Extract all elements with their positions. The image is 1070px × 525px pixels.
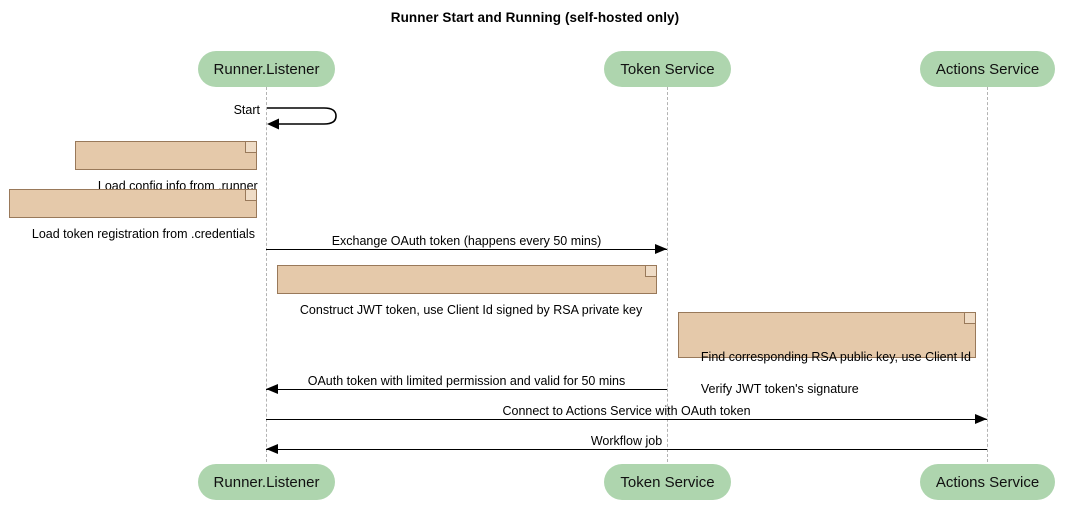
message-exchange-line xyxy=(266,249,667,250)
message-workflow-job-line xyxy=(266,449,987,450)
note-verify-jwt-line2: Verify JWT token's signature xyxy=(700,382,859,396)
message-exchange-label: Exchange OAuth token (happens every 50 m… xyxy=(331,234,602,248)
note-load-config: Load config info from .runner xyxy=(75,141,258,193)
self-message-start xyxy=(258,100,348,132)
participant-token-top-label: Token Service xyxy=(620,60,715,78)
note-verify-jwt: Find corresponding RSA public key, use C… xyxy=(678,312,976,396)
message-connect-label: Connect to Actions Service with OAuth to… xyxy=(502,404,751,418)
message-connect-line xyxy=(266,419,987,420)
message-connect-arrowhead xyxy=(975,414,987,424)
participant-token-top[interactable]: Token Service xyxy=(604,51,731,87)
message-exchange-arrowhead xyxy=(655,244,667,254)
lifeline-runner xyxy=(266,87,267,462)
lifeline-token xyxy=(667,87,668,462)
participant-actions-bottom-label: Actions Service xyxy=(935,473,1040,491)
note-fold-icon xyxy=(964,313,975,324)
note-verify-jwt-line1: Find corresponding RSA public key, use C… xyxy=(700,350,971,364)
page-title: Runner Start and Running (self-hosted on… xyxy=(390,10,680,25)
note-fold-icon xyxy=(245,190,256,201)
note-construct-jwt: Construct JWT token, use Client Id signe… xyxy=(277,265,657,317)
participant-runner-bottom[interactable]: Runner.Listener xyxy=(198,464,335,500)
note-construct-jwt-text: Construct JWT token, use Client Id signe… xyxy=(299,303,643,317)
participant-token-bottom-label: Token Service xyxy=(620,473,715,491)
self-message-start-path xyxy=(267,107,337,130)
message-oauth-return-label: OAuth token with limited permission and … xyxy=(307,374,626,388)
participant-token-bottom[interactable]: Token Service xyxy=(604,464,731,500)
message-oauth-return-arrowhead xyxy=(266,384,278,394)
participant-runner-top[interactable]: Runner.Listener xyxy=(198,51,335,87)
note-fold-icon xyxy=(245,142,256,153)
note-fold-icon xyxy=(645,266,656,277)
message-oauth-return-line xyxy=(266,389,667,390)
note-load-credentials: Load token registration from .credential… xyxy=(9,189,257,241)
participant-runner-bottom-label: Runner.Listener xyxy=(213,473,320,491)
participant-actions-top-label: Actions Service xyxy=(935,60,1040,78)
lifeline-actions xyxy=(987,87,988,462)
note-load-credentials-text: Load token registration from .credential… xyxy=(31,227,255,241)
message-workflow-job-label: Workflow job xyxy=(590,434,663,448)
participant-actions-bottom[interactable]: Actions Service xyxy=(920,464,1055,500)
message-workflow-job-arrowhead xyxy=(266,444,278,454)
participant-runner-top-label: Runner.Listener xyxy=(213,60,320,78)
participant-actions-top[interactable]: Actions Service xyxy=(920,51,1055,87)
self-message-start-label: Start xyxy=(233,103,260,117)
